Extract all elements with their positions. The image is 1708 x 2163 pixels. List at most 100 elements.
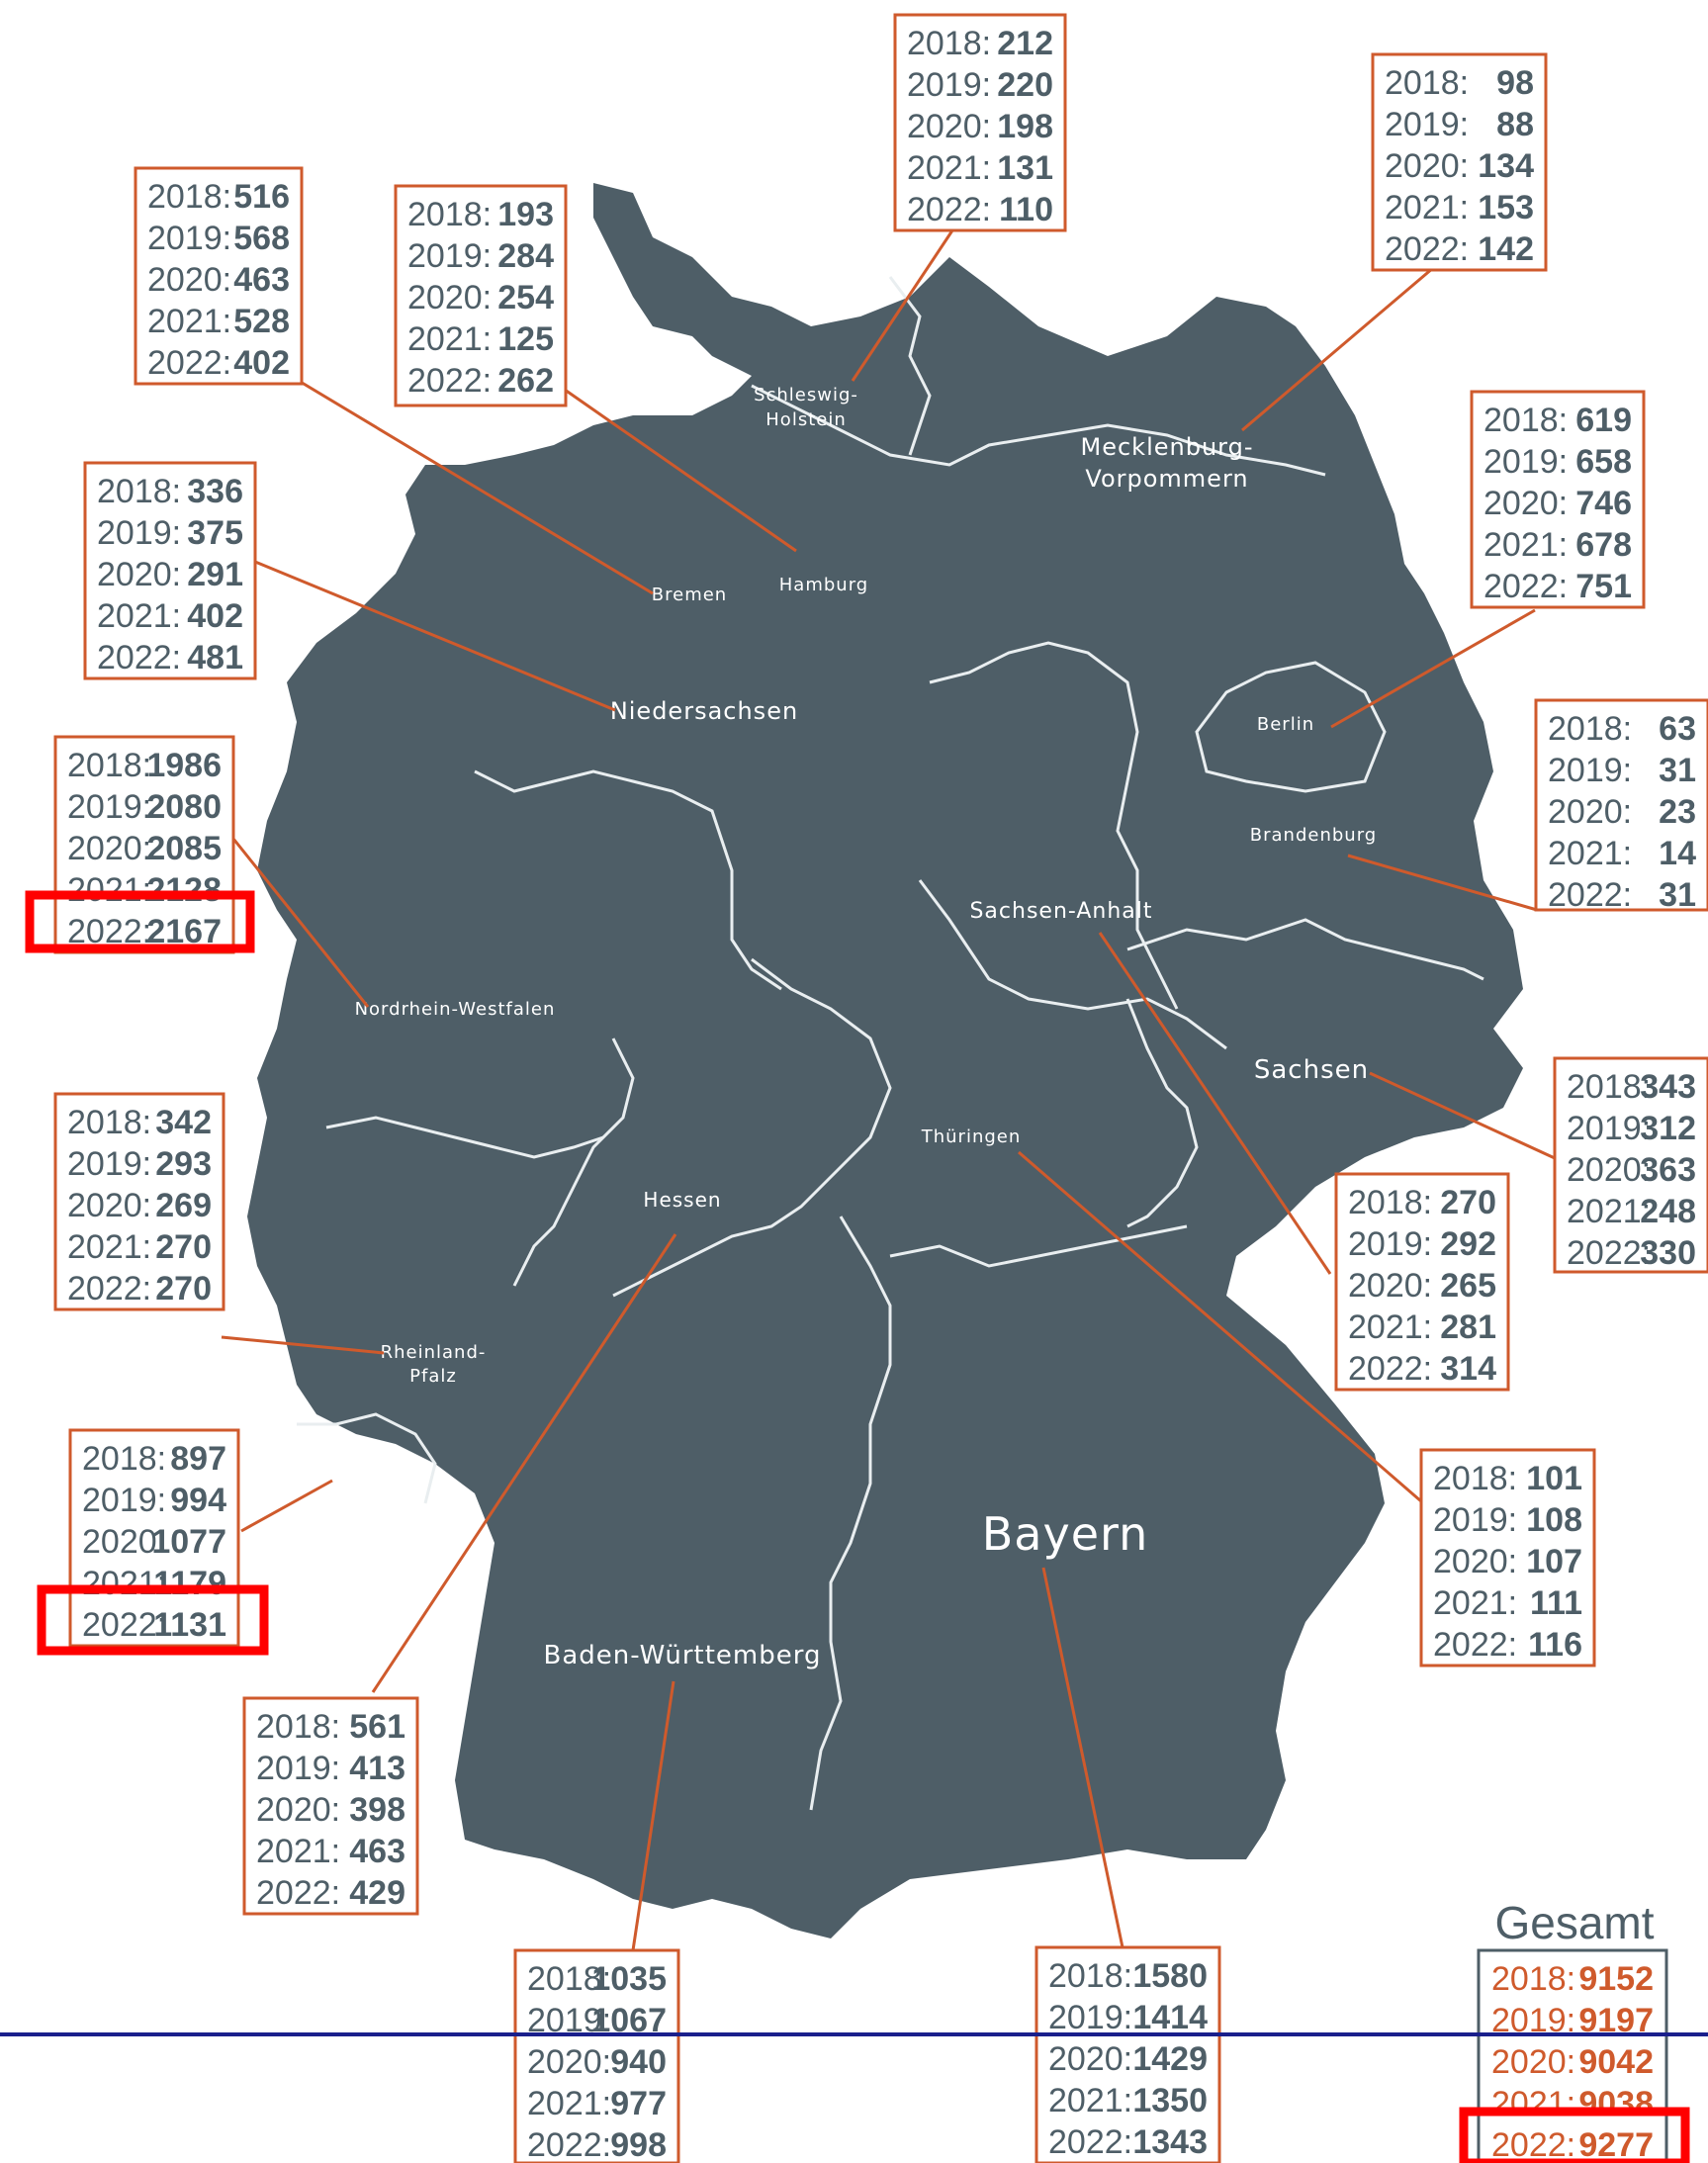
year-label: 2020: bbox=[1048, 2040, 1132, 2078]
value-label: 1429 bbox=[1132, 2040, 1208, 2078]
year-label: 2021: bbox=[82, 1565, 166, 1602]
year-label: 2018: bbox=[527, 1960, 611, 1998]
label-mecklenburg: Mecklenburg- bbox=[1081, 433, 1254, 461]
total-year-label: 2020: bbox=[1491, 2043, 1575, 2081]
year-label: 2020: bbox=[1548, 793, 1632, 831]
value-label: 291 bbox=[187, 556, 243, 593]
year-label: 2020: bbox=[67, 1187, 151, 1224]
value-label: 528 bbox=[233, 303, 290, 340]
value-label: 98 bbox=[1496, 64, 1534, 102]
year-label: 2018: bbox=[256, 1708, 340, 1746]
year-label: 2022: bbox=[256, 1874, 340, 1912]
value-label: 254 bbox=[497, 279, 554, 316]
value-label: 994 bbox=[170, 1482, 226, 1519]
germany-outline bbox=[247, 183, 1523, 1938]
year-label: 2019: bbox=[256, 1750, 340, 1787]
year-label: 2020: bbox=[1385, 147, 1469, 185]
value-label: 897 bbox=[170, 1440, 226, 1478]
label-hamburg: Hamburg bbox=[779, 575, 868, 595]
year-label: 2018: bbox=[1385, 64, 1469, 102]
year-label: 2019: bbox=[1567, 1110, 1651, 1147]
label-rheinland-pfalz-2: Pfalz bbox=[409, 1366, 457, 1387]
value-label: 1414 bbox=[1132, 1999, 1208, 2036]
year-label: 2021: bbox=[1048, 2082, 1132, 2119]
label-rheinland-pfalz: Rheinland- bbox=[381, 1342, 487, 1363]
label-bremen: Bremen bbox=[652, 585, 727, 605]
value-label: 1179 bbox=[153, 1565, 226, 1602]
year-label: 2019: bbox=[147, 220, 231, 257]
value-label: 153 bbox=[1478, 189, 1534, 226]
label-schleswig-holstein-2: Holstein bbox=[765, 409, 846, 430]
value-label: 293 bbox=[155, 1145, 212, 1183]
value-label: 116 bbox=[1528, 1626, 1582, 1664]
year-label: 2020: bbox=[407, 279, 492, 316]
value-label: 63 bbox=[1659, 710, 1696, 748]
total-value-label: 9042 bbox=[1578, 2043, 1654, 2081]
label-baden-wuerttemberg: Baden-Württemberg bbox=[544, 1641, 822, 1670]
year-label: 2021: bbox=[67, 1228, 151, 1266]
year-label: 2020: bbox=[1567, 1151, 1651, 1189]
label-niedersachsen: Niedersachsen bbox=[610, 697, 798, 725]
label-berlin: Berlin bbox=[1257, 714, 1314, 735]
value-label: 1035 bbox=[591, 1960, 667, 1998]
year-label: 2022: bbox=[1048, 2123, 1132, 2161]
year-label: 2022: bbox=[407, 362, 492, 400]
total-year-label: 2021: bbox=[1491, 2085, 1575, 2122]
value-label: 998 bbox=[610, 2126, 667, 2163]
value-label: 1986 bbox=[146, 747, 222, 784]
year-label: 2022: bbox=[1433, 1626, 1517, 1664]
label-brandenburg: Brandenburg bbox=[1250, 825, 1377, 846]
label-schleswig-holstein: Schleswig- bbox=[754, 385, 858, 406]
total-value-label: 9277 bbox=[1578, 2126, 1654, 2163]
value-label: 330 bbox=[1640, 1234, 1696, 1272]
value-label: 568 bbox=[233, 220, 290, 257]
label-mecklenburg-2: Vorpommern bbox=[1085, 465, 1248, 493]
year-label: 2021: bbox=[1567, 1193, 1651, 1230]
year-label: 2018: bbox=[1483, 402, 1568, 439]
year-label: 2018: bbox=[82, 1440, 166, 1478]
year-label: 2019: bbox=[1385, 106, 1469, 143]
value-label: 270 bbox=[155, 1270, 212, 1307]
year-label: 2020: bbox=[527, 2043, 611, 2081]
year-label: 2021: bbox=[1433, 1584, 1517, 1622]
year-label: 2021: bbox=[1548, 835, 1632, 872]
year-label: 2022: bbox=[1348, 1350, 1432, 1388]
value-label: 342 bbox=[155, 1104, 212, 1141]
year-label: 2019: bbox=[1433, 1501, 1517, 1539]
value-label: 31 bbox=[1659, 752, 1696, 789]
year-label: 2019: bbox=[407, 237, 492, 275]
value-label: 751 bbox=[1575, 568, 1632, 605]
value-label: 270 bbox=[155, 1228, 212, 1266]
data-box-baden-wuerttemberg: 2018:10352019:10672020:9402021:9772022:9… bbox=[513, 1948, 680, 2163]
value-label: 193 bbox=[497, 196, 554, 233]
year-label: 2020: bbox=[907, 108, 991, 145]
value-label: 270 bbox=[1440, 1184, 1496, 1221]
value-label: 463 bbox=[349, 1833, 405, 1870]
year-label: 2019: bbox=[1483, 443, 1568, 481]
year-label: 2018: bbox=[1348, 1184, 1432, 1221]
value-label: 516 bbox=[233, 178, 290, 216]
total-year-label: 2018: bbox=[1491, 1960, 1575, 1998]
value-label: 23 bbox=[1659, 793, 1696, 831]
value-label: 463 bbox=[233, 261, 290, 299]
value-label: 111 bbox=[1530, 1584, 1582, 1622]
value-label: 746 bbox=[1575, 485, 1632, 522]
year-label: 2019: bbox=[67, 1145, 151, 1183]
value-label: 198 bbox=[997, 108, 1053, 145]
year-label: 2022: bbox=[1483, 568, 1568, 605]
year-label: 2022: bbox=[1385, 230, 1469, 268]
year-label: 2019: bbox=[1548, 752, 1632, 789]
label-thueringen: Thüringen bbox=[921, 1127, 1022, 1147]
value-label: 413 bbox=[349, 1750, 405, 1787]
year-label: 2022: bbox=[527, 2126, 611, 2163]
value-label: 312 bbox=[1640, 1110, 1696, 1147]
